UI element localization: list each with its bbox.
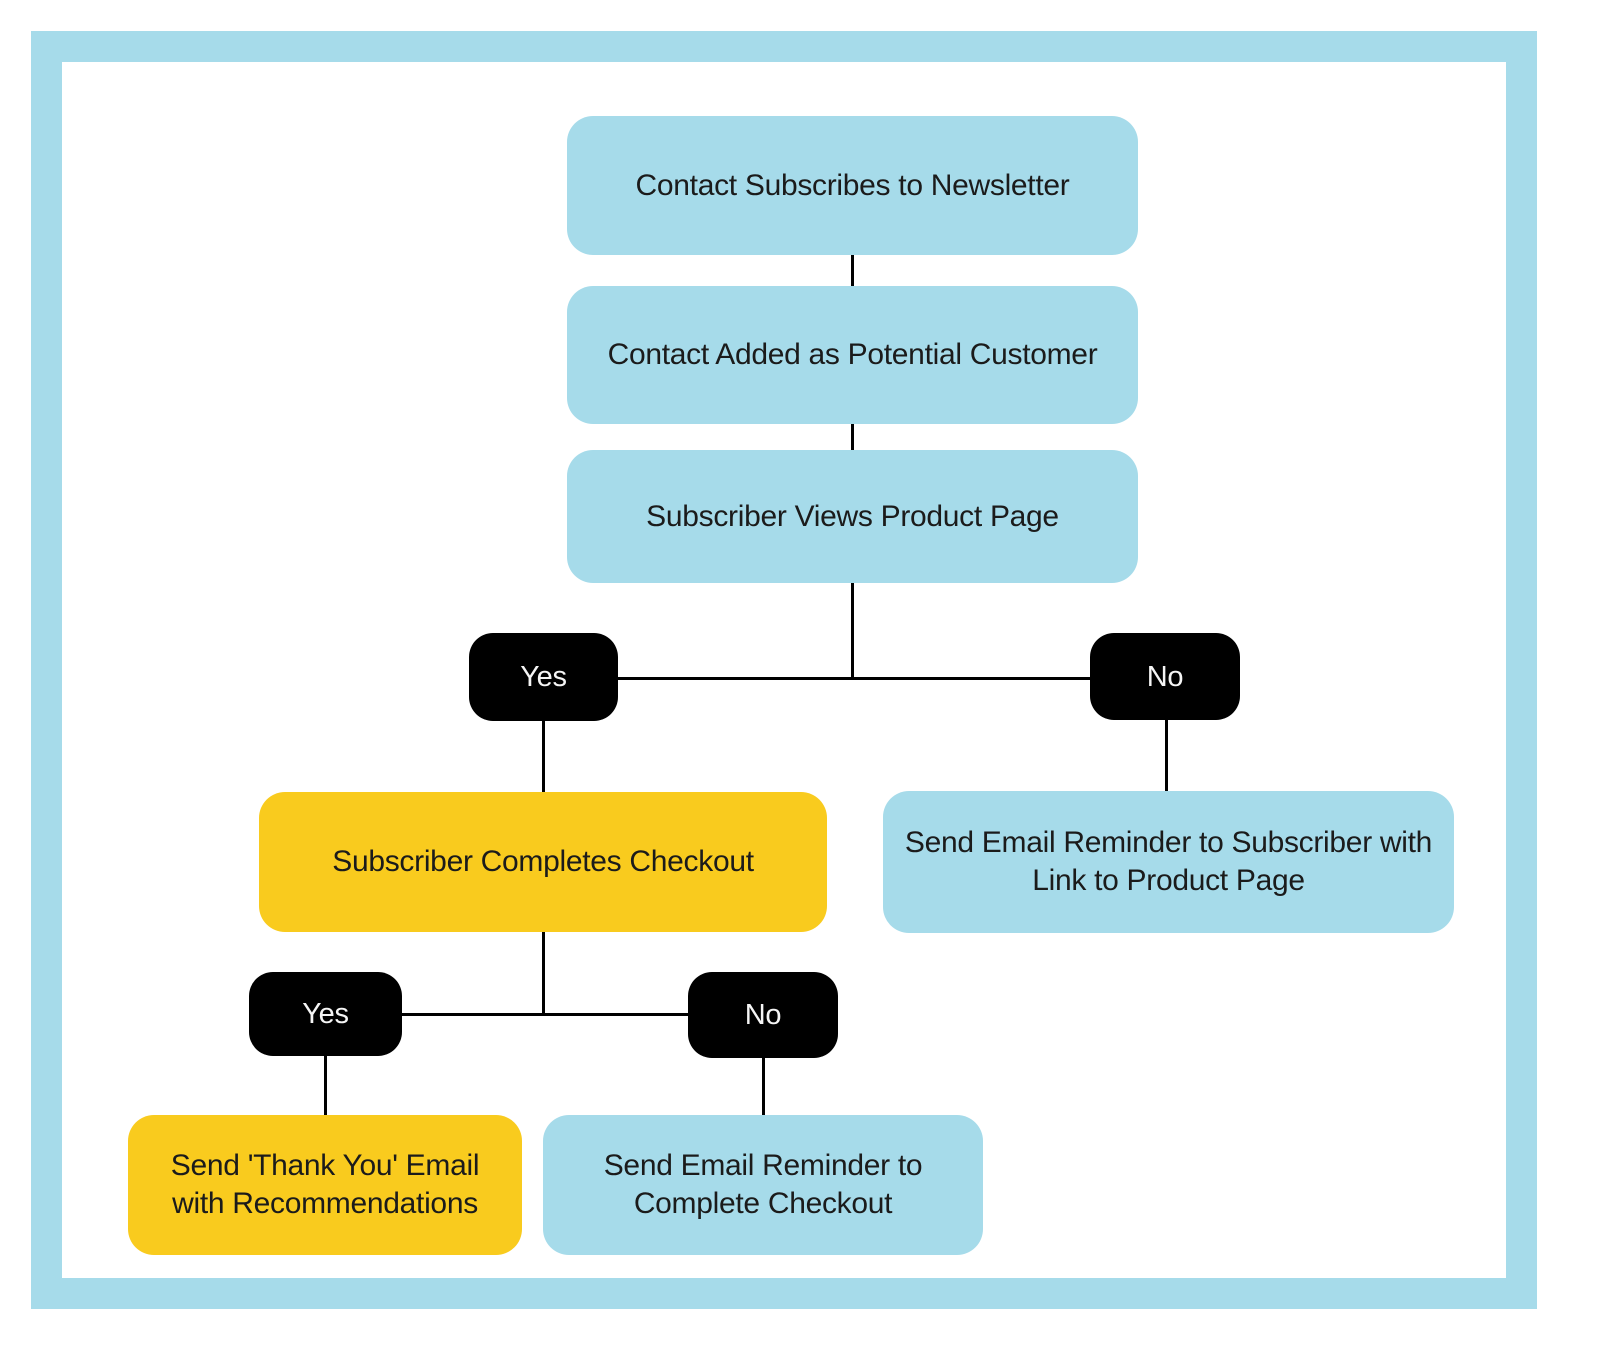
connector-no2-to-reminder-checkout [762, 1058, 765, 1115]
node-label-line-1: Send Email Reminder to Subscriber with [904, 826, 1433, 859]
node-label-line-2: with Recommendations [172, 1187, 478, 1220]
decision-label: No [744, 999, 782, 1031]
connector-yes2-to-thankyou [324, 1056, 327, 1115]
node-label: Contact Added as Potential Customer [607, 338, 1098, 371]
node-contact-subscribes-newsletter: Contact Subscribes to Newsletter [567, 116, 1138, 255]
node-contact-added-potential-customer: Contact Added as Potential Customer [567, 286, 1138, 424]
node-label-line-1: Send Email Reminder to [603, 1149, 923, 1182]
node-label: Contact Subscribes to Newsletter [635, 168, 1070, 202]
decision-no-bottom: No [688, 972, 838, 1058]
node-subscriber-completes-checkout: Subscriber Completes Checkout [259, 792, 827, 932]
node-subscriber-views-product-page: Subscriber Views Product Page [567, 450, 1138, 583]
connector-branch-row1 [618, 677, 1091, 680]
decorative-border-frame [31, 31, 1537, 1309]
connector-views-to-branch [851, 583, 854, 679]
decision-label: No [1146, 660, 1184, 693]
node-send-thank-you-email: Send 'Thank You' Email with Recommendati… [128, 1115, 522, 1255]
decision-yes-top: Yes [469, 633, 618, 721]
node-label-line-1: Send 'Thank You' Email [170, 1149, 480, 1182]
connector-branch-row2 [402, 1013, 689, 1016]
connector-subscribe-to-added [851, 255, 854, 286]
decision-label: Yes [520, 661, 567, 693]
node-label: Subscriber Views Product Page [646, 499, 1059, 533]
connector-added-to-views [851, 424, 854, 450]
decision-no-top: No [1090, 633, 1240, 720]
connector-no1-to-reminder-product [1165, 720, 1168, 791]
decision-label: Yes [302, 998, 349, 1030]
node-label-line-2: Link to Product Page [1032, 864, 1305, 897]
node-label-line-2: Complete Checkout [633, 1187, 893, 1220]
connector-yes1-to-checkout [542, 721, 545, 792]
decision-yes-bottom: Yes [249, 972, 402, 1056]
connector-checkout-to-branch [542, 932, 545, 1016]
node-send-email-reminder-product-page: Send Email Reminder to Subscriber with L… [883, 791, 1454, 933]
node-label: Subscriber Completes Checkout [332, 845, 754, 878]
node-send-email-reminder-checkout: Send Email Reminder to Complete Checkout [543, 1115, 983, 1255]
